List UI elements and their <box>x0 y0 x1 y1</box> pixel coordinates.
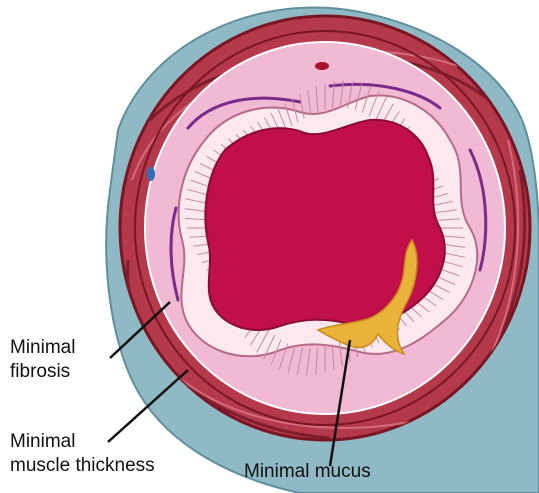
mucus-label: Minimal mucus <box>244 460 371 484</box>
blood-vessel <box>315 62 329 70</box>
muscle-label: Minimal muscle thickness <box>10 430 155 478</box>
fibrosis-label: Minimal fibrosis <box>10 336 75 384</box>
muscle-label-line2: muscle thickness <box>10 454 155 478</box>
fibrosis-label-line1: Minimal <box>10 336 75 360</box>
fibrosis-label-line2: fibrosis <box>10 360 75 384</box>
blood-vessel-blue <box>147 167 155 181</box>
muscle-label-line1: Minimal <box>10 430 155 454</box>
mucus-label-text: Minimal mucus <box>244 461 371 482</box>
